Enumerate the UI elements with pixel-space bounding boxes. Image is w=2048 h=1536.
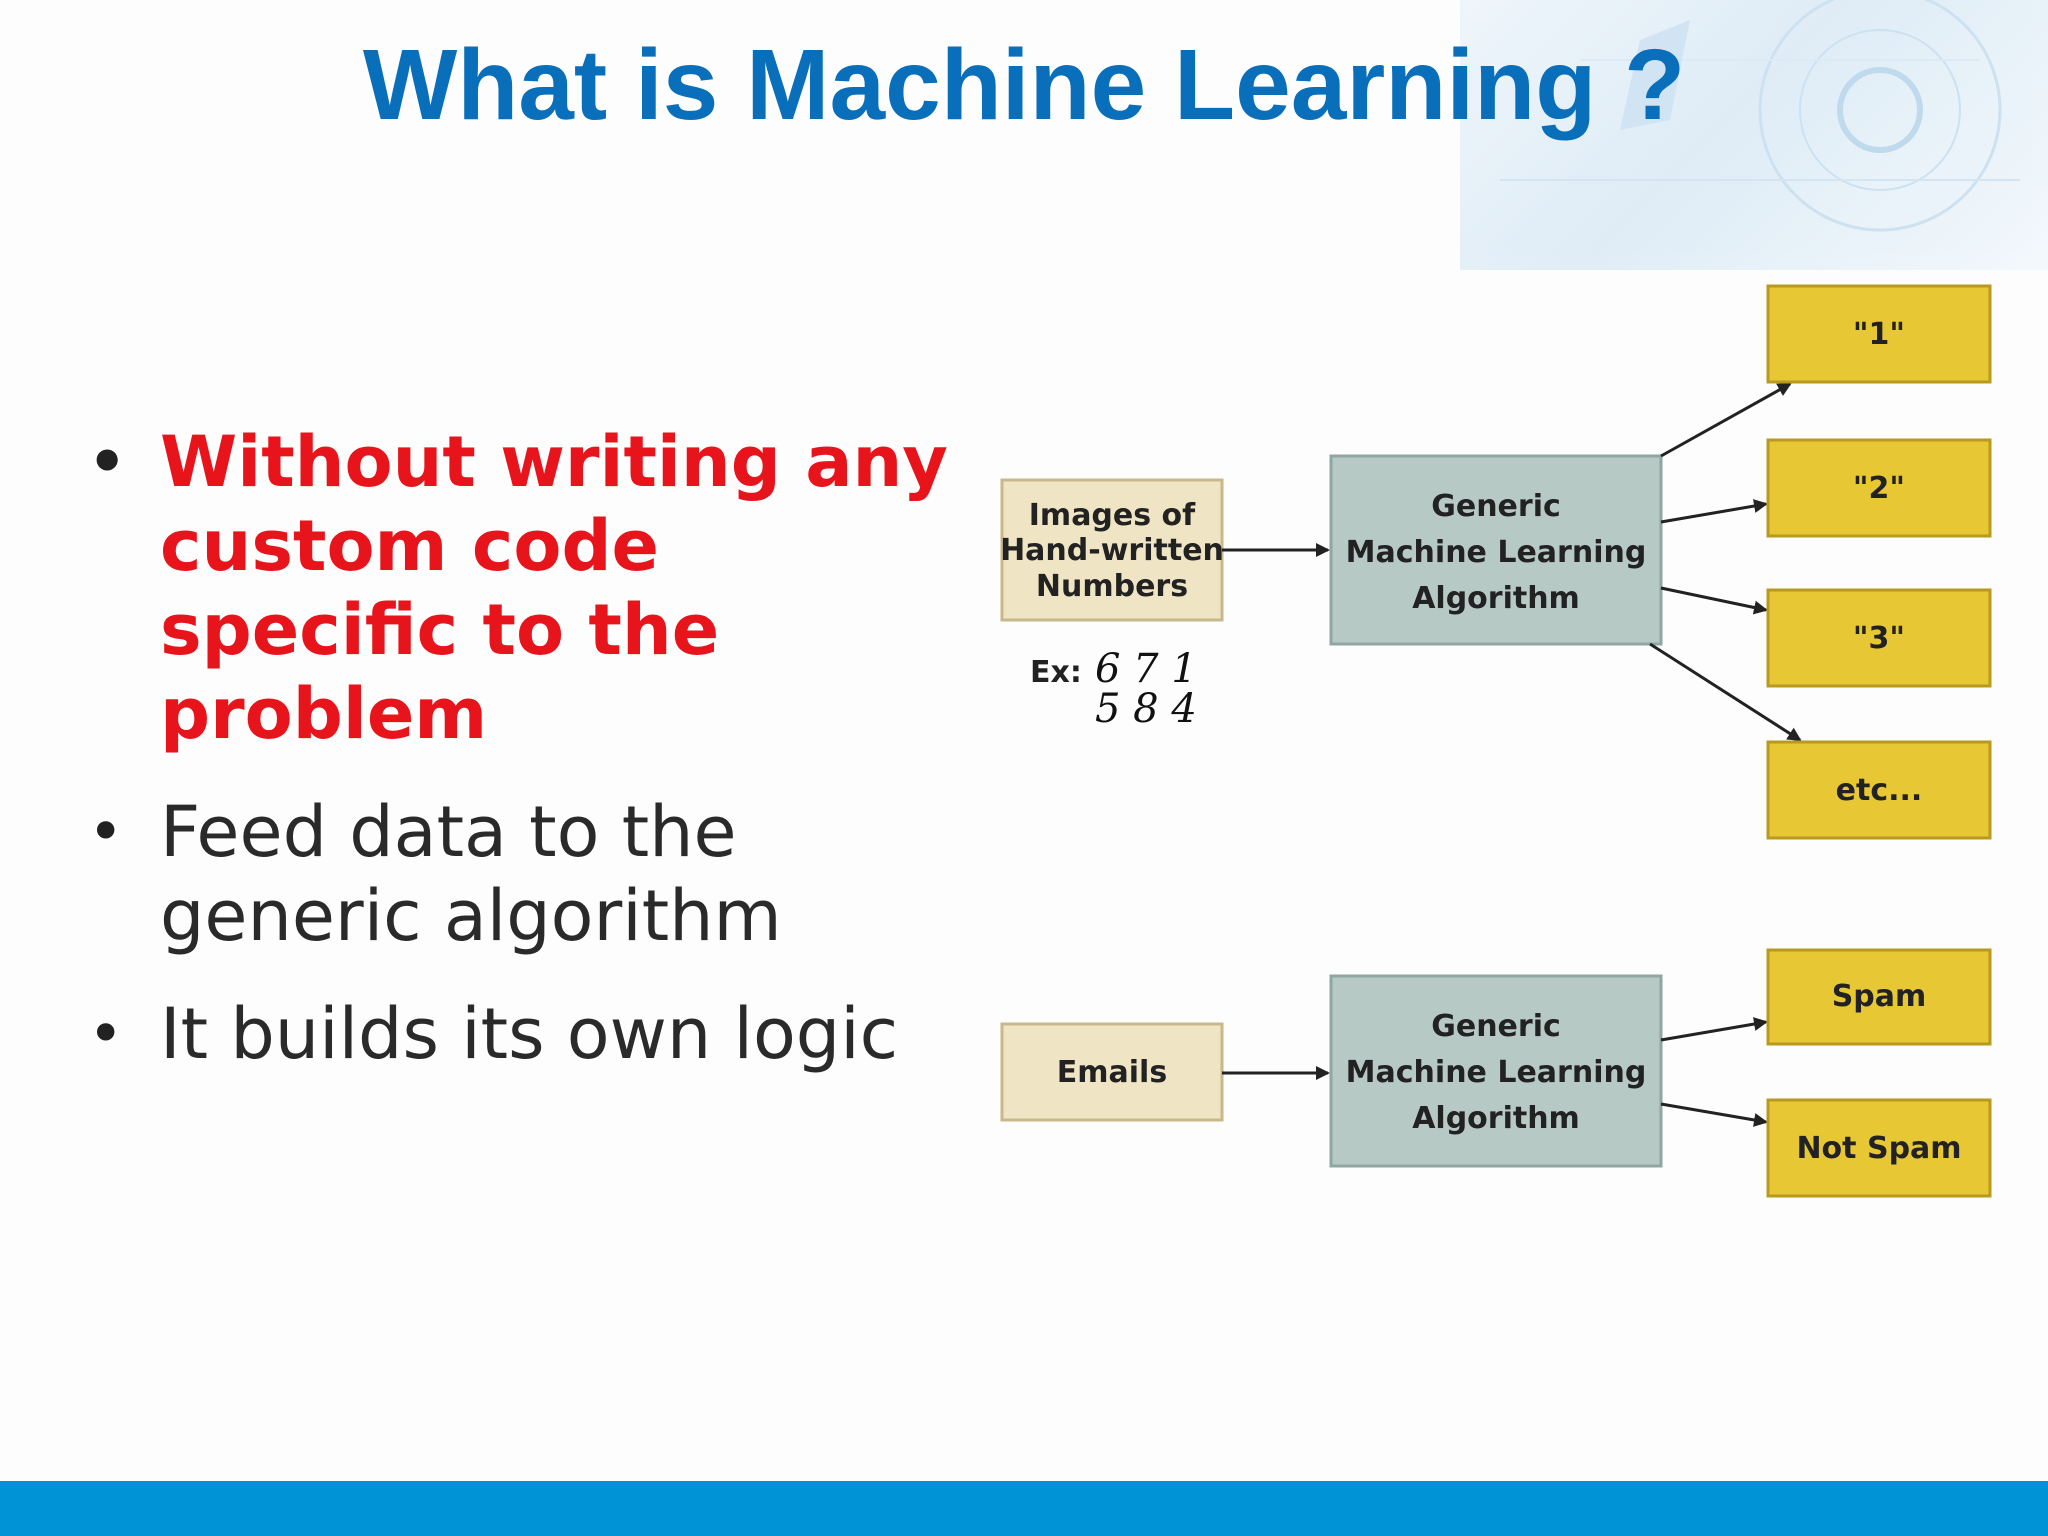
bullet-text: Without writing any custom code specific…: [160, 421, 948, 755]
bullet-item: • Without writing any custom code specif…: [80, 420, 960, 756]
output-label: Spam: [1832, 979, 1927, 1014]
input-box-images: [1000, 478, 1224, 622]
example-label: Ex:: [1030, 655, 1082, 690]
arrow-to-output: [1649, 642, 1802, 742]
bullet-dot-icon: •: [88, 797, 124, 867]
output-box: [1766, 740, 1992, 840]
footer-bar: [0, 1481, 2048, 1536]
output-box: [1766, 1098, 1992, 1198]
algorithm-box: [1329, 974, 1663, 1168]
bullet-dot-icon: •: [88, 427, 127, 497]
input-label-line: Images of: [1029, 498, 1196, 533]
bullet-text: Feed data to the generic algorithm: [160, 791, 782, 957]
arrow-to-output: [1660, 499, 1768, 524]
arrow-to-output: [1660, 382, 1792, 458]
bullet-list: • Without writing any custom code specif…: [80, 420, 960, 1110]
algorithm-label-line: Machine Learning: [1346, 535, 1647, 570]
algorithm-label-line: Algorithm: [1412, 581, 1580, 616]
output-label: etc...: [1836, 773, 1923, 808]
input-label-line: Numbers: [1036, 569, 1188, 604]
output-box: [1766, 284, 1992, 384]
page-title: What is Machine Learning ?: [362, 29, 1686, 141]
output-label: "3": [1853, 621, 1905, 656]
output-box: [1766, 588, 1992, 688]
input-label-line: Hand-written: [1000, 533, 1224, 568]
bullet-text: It builds its own logic: [160, 993, 899, 1075]
output-label: "1": [1853, 317, 1905, 352]
algorithm-box: [1329, 454, 1663, 646]
input-label-line: Emails: [1057, 1055, 1167, 1090]
output-label: Not Spam: [1796, 1131, 1961, 1166]
arrow-to-output: [1660, 586, 1768, 615]
output-box: [1766, 438, 1992, 538]
background-decoration: [1460, 0, 2048, 270]
algorithm-label-line: Generic: [1431, 489, 1561, 524]
bullet-item: • It builds its own logic: [80, 992, 960, 1076]
algorithm-label-line: Machine Learning: [1346, 1055, 1647, 1090]
bullet-item: • Feed data to the generic algorithm: [80, 790, 960, 958]
algorithm-label-line: Generic: [1431, 1009, 1561, 1044]
input-box-emails: [1000, 1022, 1224, 1122]
bullet-dot-icon: •: [88, 999, 124, 1069]
output-label: "2": [1853, 471, 1905, 506]
example-digits-line: 6 7 1: [1095, 646, 1197, 692]
arrow-to-output: [1660, 1017, 1768, 1042]
output-box: [1766, 948, 1992, 1046]
example-digits-line: 5 8 4: [1095, 686, 1197, 732]
algorithm-label-line: Algorithm: [1412, 1101, 1580, 1136]
arrow-to-output: [1660, 1102, 1768, 1127]
